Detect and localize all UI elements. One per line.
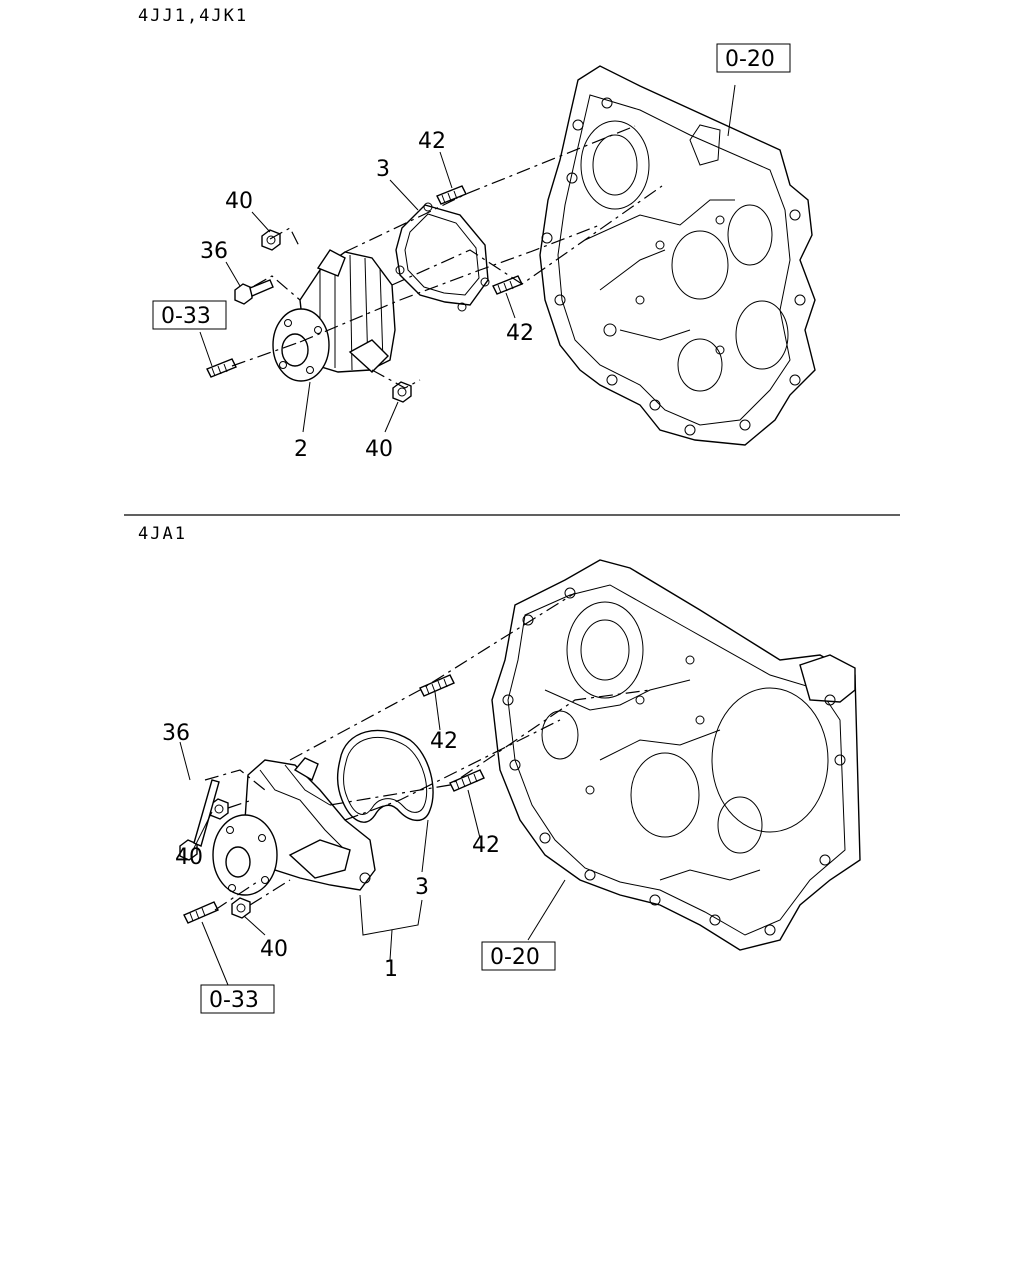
- gear-case-bottom: [491, 559, 861, 951]
- callout-36-bottom: 36: [162, 721, 190, 746]
- callout-42-right-top: 42: [506, 321, 534, 346]
- ref-box-0-33-bottom: [200, 984, 275, 1014]
- bolt-36-top: [234, 279, 274, 305]
- callout-42-bottom-lower: 42: [472, 833, 500, 858]
- stud-42-bottom-lower: [449, 769, 485, 792]
- callout-3-bottom: 3: [415, 875, 429, 900]
- stud-42-bottom-upper: [419, 674, 455, 697]
- ref-box-0-20-top: [716, 43, 791, 73]
- top-assembly: 0-20 0-33 42 3 40 36 42 2 40: [152, 43, 816, 462]
- stud-42-right: [492, 275, 523, 295]
- ref-0-33-top: 0-33: [161, 304, 211, 329]
- bolt-36-bottom: [179, 779, 220, 861]
- gear-case-top: [539, 65, 816, 446]
- callout-40-top-lower: 40: [365, 437, 393, 462]
- ref-0-20-top: 0-20: [725, 47, 775, 72]
- callout-2-top: 2: [294, 437, 308, 462]
- nut-40-top-upper: [261, 229, 281, 251]
- callout-1-bottom: 1: [384, 957, 398, 982]
- ref-0-20-bottom: 0-20: [490, 945, 540, 970]
- callout-3-top: 3: [376, 157, 390, 182]
- water-pump-top: [272, 249, 396, 382]
- nut-40-top-lower: [392, 381, 412, 403]
- callout-42-top: 42: [418, 129, 446, 154]
- callout-42-bottom-upper: 42: [430, 729, 458, 754]
- ref-0-33-bottom: 0-33: [209, 988, 259, 1013]
- nut-40-bottom-lower: [231, 897, 251, 919]
- gasket-top: [395, 202, 490, 312]
- callout-40-bottom-left: 40: [175, 845, 203, 870]
- stud-42-top: [436, 185, 467, 205]
- section-title-bottom: 4JA1: [138, 524, 187, 544]
- section-title-top: 4JJ1,4JK1: [138, 6, 249, 26]
- ref-box-0-33-top: [152, 300, 227, 330]
- ref-box-0-20-bottom: [481, 941, 556, 971]
- bottom-assembly: 36 42 40 42 3 40 1 0-20 0-33: [162, 559, 861, 1014]
- gasket-bottom: [336, 729, 434, 823]
- callout-36-top: 36: [200, 239, 228, 264]
- callout-40-top-upper: 40: [225, 189, 253, 214]
- stud-0-33-bottom: [183, 901, 219, 924]
- water-pump-bottom: [212, 757, 376, 896]
- stud-0-33-top: [206, 358, 237, 378]
- callout-40-bottom-lower: 40: [260, 937, 288, 962]
